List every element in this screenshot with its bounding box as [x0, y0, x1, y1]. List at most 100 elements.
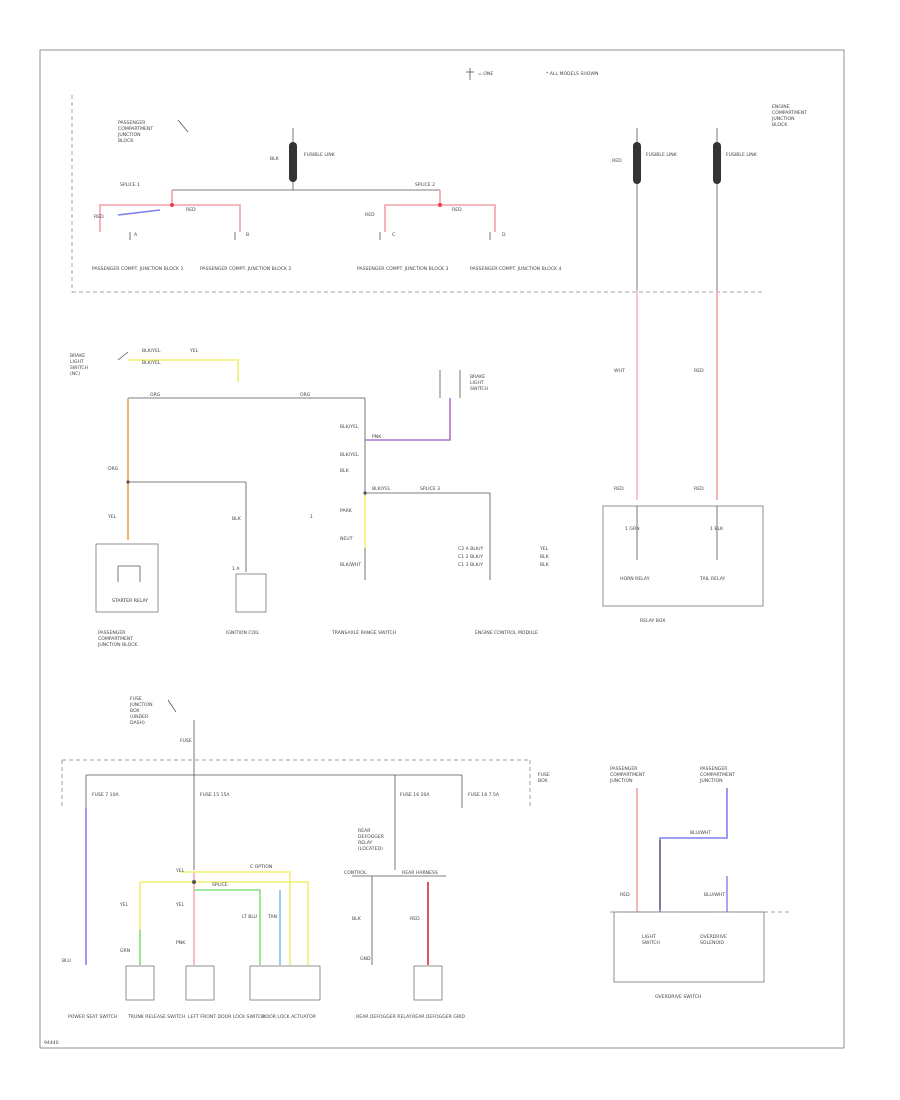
svg-text:REAR DEFOGGER GRID: REAR DEFOGGER GRID [412, 1014, 465, 1020]
svg-text:LIGHT: LIGHT [70, 359, 84, 365]
svg-text:(NC): (NC) [70, 371, 80, 377]
svg-text:RED: RED [410, 916, 420, 922]
svg-text:GRN: GRN [120, 948, 130, 954]
svg-text:LEFT FRONT DOOR LOCK SWITCH: LEFT FRONT DOOR LOCK SWITCH [188, 1014, 265, 1020]
svg-text:JUNCTION: JUNCTION [129, 702, 153, 708]
svg-text:STARTER RELAY: STARTER RELAY [112, 598, 148, 604]
svg-text:REAR: REAR [358, 828, 371, 834]
svg-text:LT BLU: LT BLU [242, 914, 257, 920]
svg-text:FUSE 18 7.5A: FUSE 18 7.5A [468, 792, 500, 798]
engine-control-module: C2 A BLK/Y C1 2 BLK/Y C1 3 BLK/Y YEL BLK… [458, 546, 550, 636]
svg-text:1 GRN: 1 GRN [625, 526, 640, 532]
svg-text:SOLENOID: SOLENOID [700, 940, 724, 946]
pass-conn-1: PASSENGER COMPT. JUNCTION BLOCK 1 [92, 266, 184, 272]
top-label-line2: COMPARTMENT [118, 126, 153, 132]
svg-text:LIGHT: LIGHT [642, 934, 656, 940]
svg-text:FUSE 7 10A: FUSE 7 10A [92, 792, 120, 798]
svg-text:BLK/WHT: BLK/WHT [340, 562, 361, 568]
svg-text:LIGHT: LIGHT [470, 380, 484, 386]
starter-relay-box: STARTER RELAY PASSENGER COMPARTMENT JUNC… [95, 543, 159, 648]
svg-text:DOOR LOCK ACTUATOR: DOOR LOCK ACTUATOR [262, 1014, 317, 1020]
svg-text:BLU/WHT: BLU/WHT [704, 892, 725, 898]
svg-text:SPLICE 3: SPLICE 3 [420, 486, 440, 492]
svg-text:FUSIBLE LINK: FUSIBLE LINK [304, 152, 336, 158]
svg-text:BLU/WHT: BLU/WHT [690, 830, 711, 836]
svg-text:COMPARTMENT: COMPARTMENT [610, 772, 645, 778]
svg-text:DEFOGGER: DEFOGGER [358, 834, 385, 840]
svg-text:BLK: BLK [232, 516, 242, 522]
pass-conn-labels: PASSENGER COMPT. JUNCTION BLOCK 1 PASSEN… [92, 266, 562, 272]
fusible-link-3: FUSIBLE LINK [713, 128, 758, 500]
svg-text:RED: RED [694, 486, 704, 492]
horn-relay: HORN RELAY [620, 576, 650, 582]
svg-text:RED: RED [614, 486, 624, 492]
svg-text:(UNDER: (UNDER [130, 714, 149, 720]
svg-text:COMPARTMENT: COMPARTMENT [700, 772, 735, 778]
svg-text:SWITCH: SWITCH [70, 365, 88, 371]
page-number: 94440 [44, 1040, 59, 1046]
ignition-coil: 1 A IGNITION COIL [226, 566, 267, 636]
transaxle-range-switch: BLK/YEL BLK/YEL BLK PNK BRAKE LIGHT SWIT… [310, 370, 491, 636]
svg-text:PASSENGER: PASSENGER [610, 766, 638, 772]
svg-text:BRAKE: BRAKE [70, 353, 85, 359]
svg-text:ORG: ORG [108, 466, 119, 472]
svg-text:YEL: YEL [539, 546, 549, 552]
red-junction-right: SPLICE 2 RED RED [365, 182, 496, 232]
svg-text:RED: RED [620, 892, 630, 898]
fusible-link-1: BLK FUSIBLE LINK [270, 128, 336, 190]
svg-text:(LOCATED): (LOCATED) [358, 846, 383, 852]
svg-text:PNK: PNK [372, 434, 382, 440]
pass-conn-4: PASSENGER COMPT. JUNCTION BLOCK 4 [470, 266, 562, 272]
svg-text:COMPARTMENT: COMPARTMENT [98, 636, 133, 642]
svg-text:RED: RED [365, 212, 375, 218]
svg-text:IGNITION COIL: IGNITION COIL [226, 630, 260, 636]
overdrive-label: OVERDRIVE SWITCH [655, 994, 701, 1000]
svg-text:FUSE: FUSE [180, 738, 192, 744]
svg-text:1: 1 [310, 514, 313, 520]
svg-text:ENGINE CONTROL MODULE: ENGINE CONTROL MODULE [475, 630, 538, 636]
svg-text:C OPTION: C OPTION [250, 864, 272, 870]
pass-conn-3: PASSENGER COMPT. JUNCTION BLOCK 3 [357, 266, 449, 272]
svg-text:DASH): DASH) [130, 720, 145, 726]
svg-text:COMPARTMENT: COMPARTMENT [772, 110, 807, 116]
red-junction-left: SPLICE 1 RED RED [94, 182, 241, 232]
svg-text:BOX: BOX [130, 708, 140, 714]
svg-text:ORG: ORG [300, 392, 311, 398]
svg-text:FUSIBLE LINK: FUSIBLE LINK [646, 152, 678, 158]
svg-text:GND: GND [360, 956, 371, 962]
svg-text:BLK/YEL: BLK/YEL [340, 424, 359, 430]
svg-text:BLK: BLK [340, 468, 350, 474]
top-label-line3: JUNCTION [117, 132, 141, 138]
yellow-green-harness: SPLICE C OPTION YEL YEL YEL GRN PNK LT B… [119, 808, 309, 965]
svg-text:C1 2 BLK/Y: C1 2 BLK/Y [458, 554, 483, 560]
svg-text:A: A [134, 232, 138, 238]
svg-text:YEL: YEL [119, 902, 129, 908]
svg-text:RED: RED [694, 368, 704, 374]
svg-text:FUSE: FUSE [538, 772, 550, 778]
svg-text:POWER SEAT SWITCH: POWER SEAT SWITCH [68, 1014, 117, 1020]
svg-text:BLK: BLK [270, 156, 280, 162]
svg-text:NEUT: NEUT [340, 536, 353, 542]
fusible-link-2: RED FUSIBLE LINK [612, 128, 678, 500]
svg-text:WHT: WHT [614, 368, 625, 374]
svg-text:SPLICE 2: SPLICE 2 [415, 182, 435, 188]
svg-text:SWITCH: SWITCH [470, 386, 488, 392]
svg-text:SPLICE 1: SPLICE 1 [120, 182, 140, 188]
rear-defogger: REAR DEFOGGER RELAY (LOCATED) CONTROL RE… [344, 808, 446, 965]
diagram-frame [39, 49, 845, 1049]
svg-text:JUNCTION: JUNCTION [699, 778, 723, 784]
svg-text:C: C [392, 232, 395, 238]
svg-text:BOX: BOX [538, 778, 548, 784]
svg-text:BLOCK: BLOCK [772, 122, 788, 128]
svg-text:RED: RED [612, 158, 622, 164]
svg-text:BLK/YEL: BLK/YEL [340, 452, 359, 458]
svg-text:BLK: BLK [540, 554, 550, 560]
svg-text:ORG: ORG [150, 392, 161, 398]
top-label-line1: PASSENGER [118, 120, 146, 126]
svg-text:PASSENGER: PASSENGER [98, 630, 126, 636]
svg-text:RELAY: RELAY [358, 840, 373, 846]
svg-text:YEL: YEL [175, 868, 185, 874]
relay-box-label: RELAY BOX [640, 618, 665, 624]
svg-text:C2 A BLK/Y: C2 A BLK/Y [458, 546, 483, 552]
svg-text:BLU: BLU [62, 958, 71, 964]
